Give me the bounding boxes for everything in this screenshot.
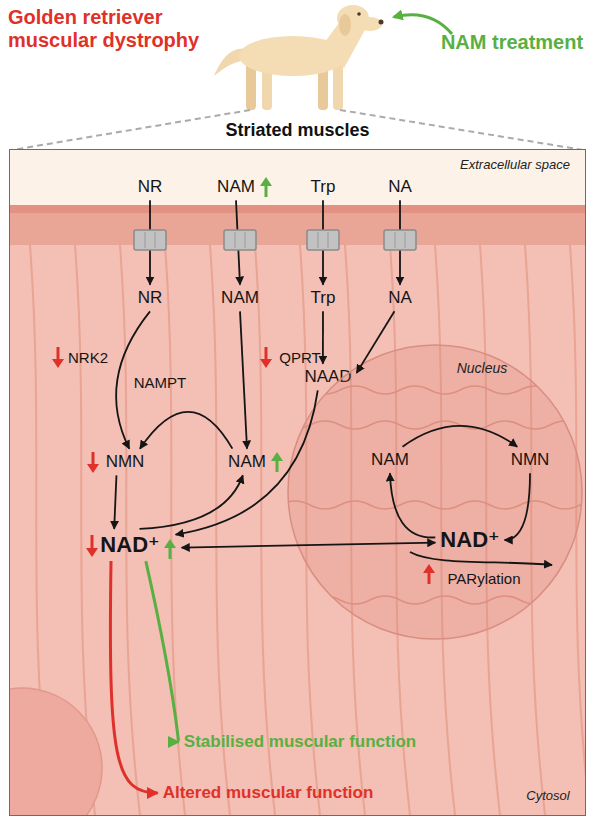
metabolite-name: NAD⁺: [100, 533, 159, 557]
pathway-arrow: [505, 473, 530, 540]
metabolite-name: NAM: [228, 453, 266, 472]
pathway-arrow: [322, 311, 324, 363]
box-heading: Nucleus: [457, 360, 508, 376]
metabolite-name: NAD⁺: [440, 528, 499, 552]
metabolite-node: NMN: [104, 452, 147, 473]
metabolite-node: NAM: [369, 450, 411, 471]
pathway-arrow: [236, 200, 240, 284]
pathway-arrow: [116, 311, 150, 448]
zoom-line: [12, 110, 250, 150]
pathway-arrow: [240, 311, 247, 448]
pathway-arrow: [176, 390, 318, 534]
pathway-arrow: [146, 561, 179, 742]
metabolite-name: Altered muscular function: [163, 784, 374, 803]
metabolite-node: NA: [386, 288, 414, 309]
pathway-arrow: [114, 475, 116, 529]
box-heading: Striated muscles: [225, 120, 369, 141]
metabolite-node: NAD⁺: [98, 532, 161, 558]
metabolite-name: NMN: [106, 453, 145, 472]
compartment-label: Cytosol: [526, 788, 569, 803]
enzyme-label: QPRT: [279, 349, 320, 366]
enzyme-label: NRK2: [68, 349, 108, 366]
pathway-arrow: [403, 426, 518, 447]
metabolite-name: Trp: [311, 289, 336, 308]
metabolite-node: Trp: [309, 177, 338, 198]
muscle-box: Striated musclesNRNAMTrpNANRNAMTrpNANAAD…: [10, 150, 585, 815]
enzyme-label: NAMPT: [134, 374, 187, 391]
metabolite-node: NR: [136, 177, 165, 198]
metabolite-node: NA: [386, 177, 414, 198]
metabolite-name: NR: [138, 178, 163, 197]
metabolite-node: NAM: [215, 177, 257, 198]
metabolite-name: NMN: [511, 451, 550, 470]
compartment-label: Extracellular space: [460, 157, 570, 172]
metabolite-name: NR: [138, 289, 163, 308]
metabolite-name: NA: [388, 178, 412, 197]
pathway-arrow: [149, 200, 151, 284]
pathway-arrow: [322, 200, 324, 284]
pathway-arrow: [390, 473, 435, 537]
process-label: PARylation: [447, 570, 520, 587]
metabolite-node: NAD⁺: [438, 527, 501, 553]
zoom-line: [340, 110, 583, 150]
metabolite-node: NAM: [219, 288, 261, 309]
metabolite-name: NAM: [371, 451, 409, 470]
metabolite-node: NR: [136, 288, 165, 309]
treatment-label: NAM treatment: [441, 31, 583, 54]
nucleus-outline: [287, 344, 583, 640]
outcome-label: Altered muscular function: [161, 783, 376, 804]
metabolite-name: Trp: [311, 178, 336, 197]
nucleus-circle: NucleusNAM NMN NAD⁺: [287, 344, 583, 640]
pathway-arrow: [139, 475, 242, 529]
metabolite-node: NMN: [509, 450, 552, 471]
parylation-arrow: [410, 552, 552, 565]
pathway-arrow: [357, 311, 395, 373]
pathway-arrow: [140, 412, 232, 449]
metabolite-name: NA: [388, 289, 412, 308]
level-arrow: [52, 177, 435, 584]
muscle-tissue: [10, 150, 585, 815]
metabolite-name: NAM: [217, 178, 255, 197]
metabolite-node: Trp: [309, 288, 338, 309]
metabolite-node: NAM: [226, 452, 268, 473]
metabolite-name: Stabilised muscular function: [184, 733, 416, 752]
dog-illustration: [214, 5, 384, 110]
membrane-channel: [134, 230, 416, 250]
metabolite-name: NAM: [221, 289, 259, 308]
pathway-arrow: [399, 200, 401, 284]
outcome-label: Stabilised muscular function: [182, 732, 418, 753]
pathway-arrow: [110, 561, 157, 793]
pathway-arrow: [182, 543, 436, 548]
figure-title: Golden retriever muscular dystrophy: [8, 6, 223, 52]
